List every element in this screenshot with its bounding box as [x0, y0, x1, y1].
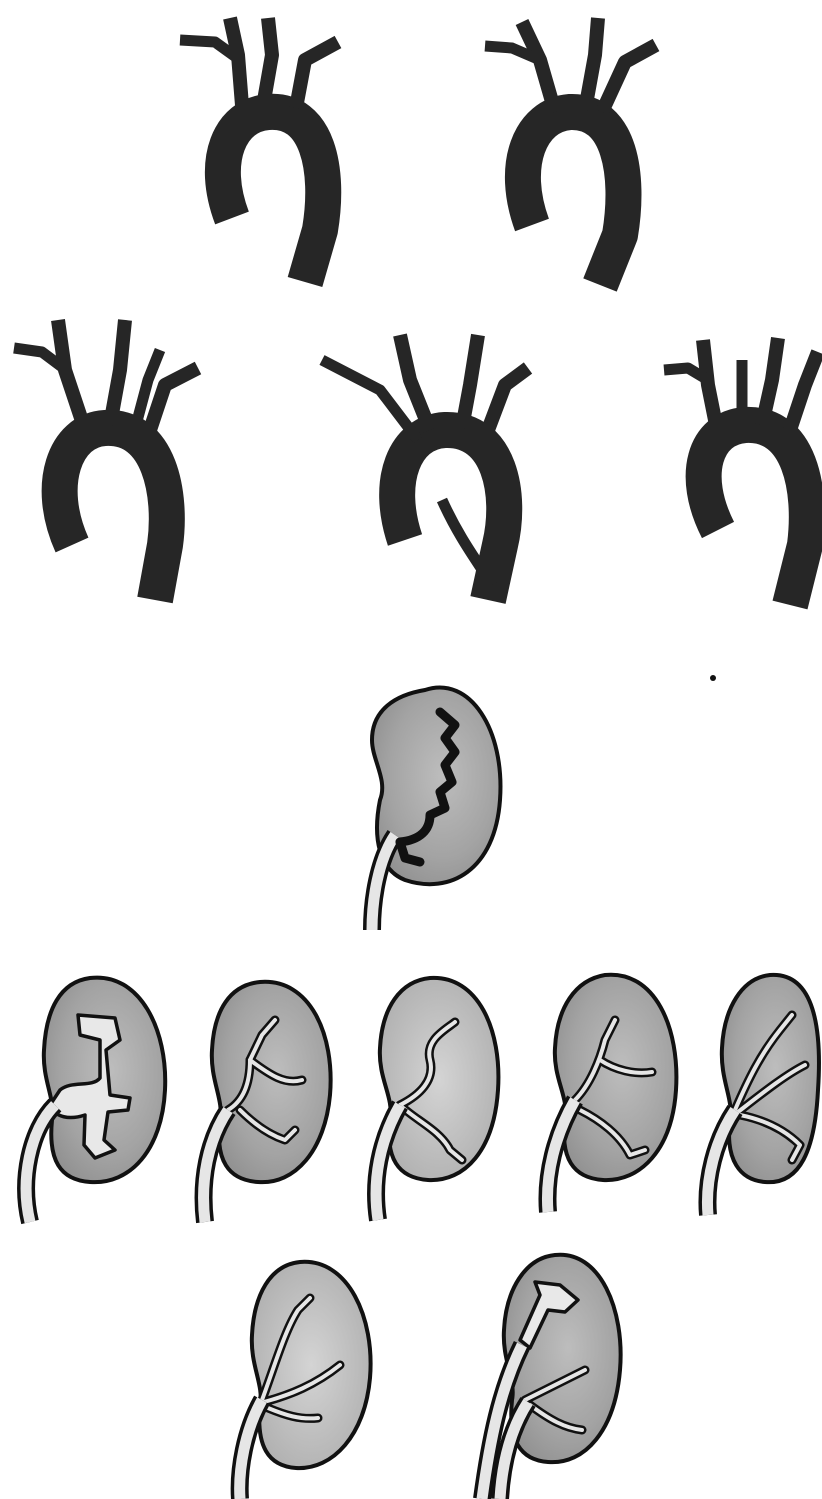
- stray-dot: [710, 675, 716, 681]
- kidney-variant-marginal-calyces: [372, 688, 500, 930]
- aortic-arch-variant-3: [14, 320, 198, 600]
- aortic-arch-variant-2: [485, 18, 656, 285]
- kidney-variant-three-major-calyces: [547, 975, 676, 1212]
- aortic-arch-variant-1: [180, 18, 338, 282]
- kidney-variant-ampullary-pelvis: [26, 978, 165, 1222]
- aortic-arch-variant-5: [664, 338, 818, 605]
- kidney-variant-s-shaped-pelvis: [376, 978, 498, 1220]
- kidney-variant-bifid-pelvis: [240, 1262, 371, 1499]
- aortic-arch-variant-4: [322, 335, 528, 600]
- kidney-variant-branched-pelvis: [204, 982, 331, 1222]
- kidney-variant-double-ureter: [482, 1255, 621, 1499]
- kidney-variant-embryonic-long-calyces: [707, 975, 818, 1215]
